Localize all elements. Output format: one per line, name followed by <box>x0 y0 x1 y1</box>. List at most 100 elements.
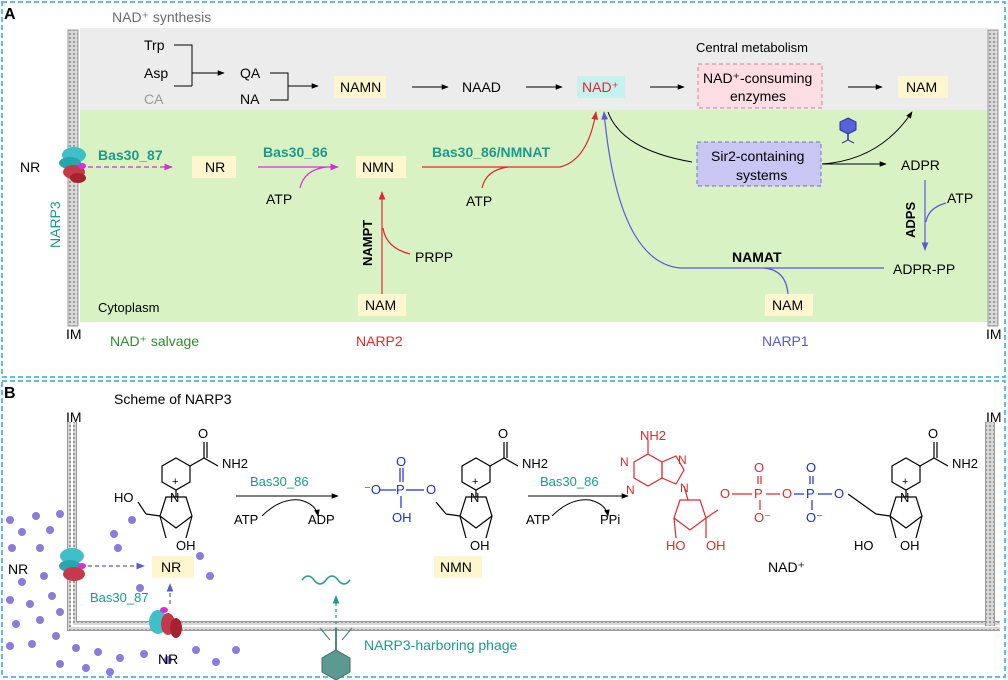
phage-label: NARP3-harboring phage <box>364 637 518 653</box>
atp-a-label: ATP <box>234 512 258 527</box>
im-right-label-a: IM <box>986 326 1002 342</box>
nad-o3: O <box>834 486 844 501</box>
nmn-p-o: O <box>396 454 406 469</box>
namn-box <box>334 76 386 98</box>
membrane-right <box>987 29 999 327</box>
nr-oh: OH <box>176 538 196 553</box>
nmn-minus-o: ⁻O <box>364 482 381 497</box>
membrane-b-gap <box>71 422 1000 627</box>
sir2-to-nam-arrow <box>821 111 913 165</box>
nmn-box-b-label: NMN <box>440 559 472 575</box>
nad-p2-bonds <box>794 476 832 510</box>
panel-b-frame <box>1 380 1006 678</box>
nr-o: O <box>198 426 208 441</box>
bas30-86-b-label: Bas30_86 <box>540 474 599 489</box>
adp-label: ADP <box>308 512 335 527</box>
nam-top-box <box>898 76 948 98</box>
salvage-label: NAD⁺ salvage <box>110 333 199 349</box>
consuming-enzymes-box <box>697 63 823 109</box>
nam-top-label: NAM <box>906 79 937 95</box>
nad-adenine-structure <box>633 440 719 539</box>
prpp-label: PRPP <box>415 249 453 265</box>
adprpp-to-nad-arrow <box>601 111 884 269</box>
nad-o1: O <box>720 486 730 501</box>
narp3-transporter-icon <box>59 147 86 183</box>
nad-p2-ominus: O⁻ <box>806 510 823 525</box>
namat-label: NAMAT <box>732 249 782 265</box>
bas30-87-label-b: Bas30_87 <box>90 590 149 605</box>
salvage-region <box>80 110 988 322</box>
nad-nh2: NH2 <box>640 428 666 443</box>
atp-feed-2 <box>481 166 509 189</box>
nad-to-sir2-line <box>607 111 693 163</box>
im-right-label-b: IM <box>986 409 1002 425</box>
nr-box-b-label: NR <box>161 559 181 575</box>
qa-label: QA <box>240 65 261 81</box>
nr-outside-label-b: NR <box>8 561 28 577</box>
nr-nh2: NH2 <box>222 456 248 471</box>
narp2-label: NARP2 <box>356 333 403 349</box>
nad-n: N <box>900 490 909 505</box>
bas30-86-label: Bas30_86 <box>263 144 328 160</box>
nad-o2: O <box>782 486 792 501</box>
nad-ho: HO <box>666 538 686 553</box>
nad-adenine-n2: N <box>626 483 635 497</box>
atp-feed-3 <box>925 202 947 223</box>
ppi-label: PPi <box>600 512 620 527</box>
nmn-box-b <box>434 556 482 578</box>
nad-adenine-n4: N <box>680 481 689 495</box>
precursor-trp: Trp <box>144 37 165 53</box>
atp-2-label: ATP <box>466 193 492 209</box>
im-left-label-b: IM <box>66 409 82 425</box>
nad-p1-o: O <box>754 460 764 475</box>
nr-box <box>192 156 236 178</box>
phage-dna-icon <box>301 575 351 585</box>
nmn-p: P <box>396 482 405 497</box>
bas30-86-a-label: Bas30_86 <box>250 474 309 489</box>
adps-label: ADPS <box>903 202 918 238</box>
narp3-transporter-icon-b2 <box>149 607 182 638</box>
nad-p2-o: O <box>806 460 816 475</box>
consuming-enzymes-line1: NAD⁺-consuming <box>703 70 812 86</box>
nad-nh2-amide: NH2 <box>952 456 978 471</box>
nad-p1-bonds <box>732 476 780 510</box>
atp-b-label: ATP <box>526 512 550 527</box>
precursor-bracket-1 <box>174 44 193 86</box>
naad-label: NAAD <box>462 79 501 95</box>
nmn-p-oh: OH <box>392 510 412 525</box>
prpp-feed <box>382 227 411 255</box>
bas30-86-nmnat-label: Bas30_86/NMNAT <box>432 144 550 160</box>
nad-p1-ominus: O⁻ <box>754 510 771 525</box>
nad-adenine-n1: N <box>620 455 629 469</box>
nr-structure <box>137 442 219 539</box>
na-label: NA <box>240 91 260 107</box>
nad-nicotinamide-structure <box>847 442 949 539</box>
nr-box-label: NR <box>205 159 225 175</box>
nmn-to-nad-arrow <box>422 111 599 168</box>
namn-label: NAMN <box>340 79 381 95</box>
nmn-ester-o: O <box>426 482 436 497</box>
nmn-oh: OH <box>470 538 490 553</box>
nmn-phosphate <box>380 468 424 508</box>
sir2-systems-box <box>696 141 822 187</box>
panel-a-frame <box>1 1 1006 378</box>
narp3-transporter-icon-b1 <box>59 548 86 581</box>
nad-box <box>577 76 625 98</box>
panel-b-title: Scheme of NARP3 <box>114 391 232 407</box>
atp-ppi-curve-b <box>551 499 610 517</box>
nmn-n: N <box>470 490 479 505</box>
nr-outside-label: NR <box>20 159 40 175</box>
bas30-87-label: Bas30_87 <box>98 147 163 163</box>
sir2-line2: systems <box>736 167 787 183</box>
im-left-label-a: IM <box>66 326 82 342</box>
nad-o-amide: O <box>928 426 938 441</box>
nr-molecules-dots <box>6 510 240 676</box>
nmn-nh2: NH2 <box>522 456 548 471</box>
nr-n: N <box>170 490 179 505</box>
nmn-o: O <box>498 426 508 441</box>
nam-right-box <box>765 294 813 316</box>
nmn-plus: + <box>472 476 478 488</box>
nr-box-b <box>152 556 194 578</box>
nam-bottom-label: NAM <box>365 297 396 313</box>
